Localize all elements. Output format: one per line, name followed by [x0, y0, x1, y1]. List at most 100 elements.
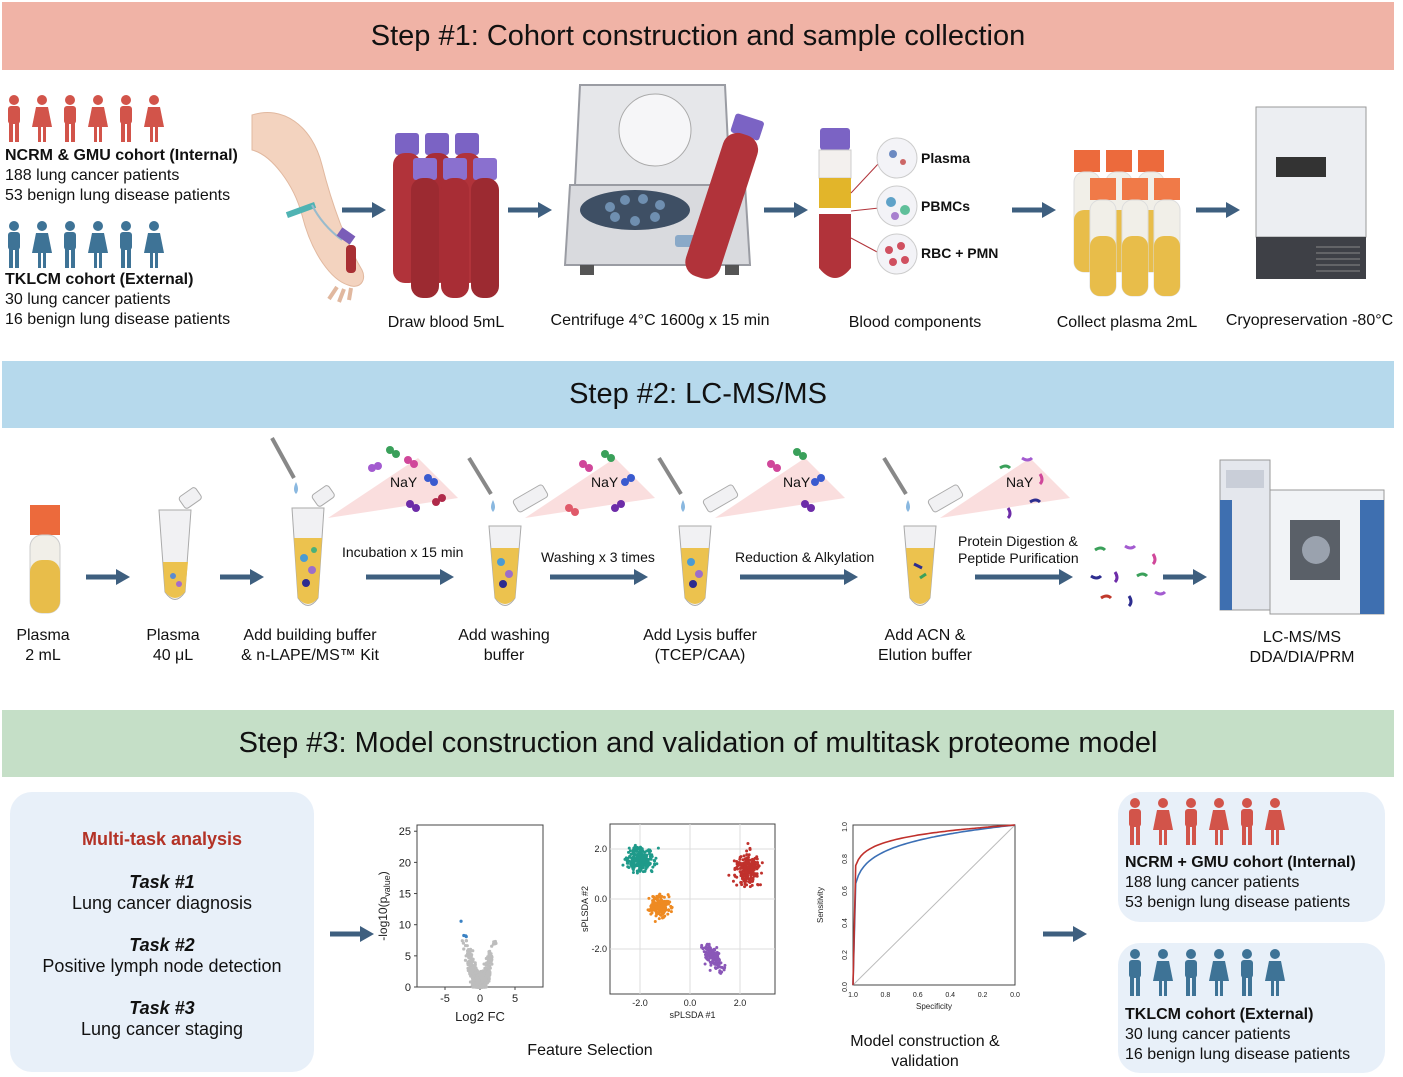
splsda-point	[669, 910, 673, 914]
splsda-point	[660, 916, 664, 920]
splsda-point	[635, 849, 639, 853]
step3-internal-line2: 53 benign lung disease patients	[1125, 894, 1351, 911]
splsda-point	[644, 863, 648, 867]
label-washing-l2: buffer	[483, 647, 525, 664]
splsda-point	[700, 945, 704, 949]
splsda-point	[756, 865, 760, 869]
splsda-point	[737, 861, 741, 865]
lcms-instrument-icon	[1219, 459, 1385, 615]
step1-arrow-4	[1012, 202, 1056, 218]
splsda-point	[631, 868, 635, 872]
splsda-point	[652, 858, 656, 862]
splsda-point	[649, 869, 653, 873]
internal-result-people-icon	[1129, 798, 1285, 845]
acn-tube-icon	[882, 456, 1070, 606]
step3-title: Step #3: Model construction and validati…	[238, 727, 1158, 759]
splsda-point	[746, 874, 750, 878]
roc-diagonal	[852, 824, 1016, 986]
splsda-point	[735, 883, 739, 887]
splsda-point	[731, 879, 735, 883]
step3-external-line1: 30 lung cancer patients	[1125, 1026, 1291, 1043]
volcano-point	[478, 982, 482, 986]
splsda-point	[750, 866, 754, 870]
plasma-2ml-tube-icon	[29, 505, 61, 614]
splsda-point	[658, 892, 662, 896]
splsda-point	[760, 871, 764, 875]
splsda-point	[657, 899, 661, 903]
volcano-point	[473, 971, 477, 975]
step1-internal-name: NCRM & GMU cohort (Internal)	[5, 147, 238, 164]
volcano-ytick: 5	[405, 951, 411, 963]
task2-desc: Positive lymph node detection	[42, 956, 282, 976]
splsda-point	[632, 846, 636, 850]
splsda-point	[646, 858, 650, 862]
splsda-point	[657, 904, 661, 908]
centrifuge-icon	[563, 84, 764, 279]
splsda-point	[708, 968, 712, 972]
splsda-xlabel: sPLSDA #1	[669, 1010, 715, 1020]
splsda-point	[733, 874, 737, 878]
splsda-point	[637, 850, 641, 854]
nay-label-4: NaY	[1006, 474, 1034, 490]
splsda-point	[742, 861, 746, 865]
splsda-point	[715, 950, 719, 954]
splsda-point	[649, 857, 653, 861]
step3-internal-name: NCRM + GMU cohort (Internal)	[1125, 854, 1356, 871]
splsda-point	[713, 955, 717, 959]
splsda-point	[655, 862, 659, 866]
splsda-point	[703, 953, 707, 957]
splsda-point	[655, 910, 659, 914]
volcano-point	[463, 958, 468, 962]
roc-xtick: 0.2	[978, 992, 988, 999]
splsda-point	[705, 942, 709, 946]
splsda-point	[654, 856, 658, 860]
task3-desc: Lung cancer staging	[80, 1019, 244, 1039]
splsda-point	[748, 885, 752, 889]
splsda-point	[742, 854, 746, 858]
splsda-point	[715, 945, 719, 949]
component-rbc-pmn: RBC + PMN	[921, 245, 999, 261]
volcano-point	[469, 974, 473, 978]
volcano-point	[475, 985, 480, 989]
splsda-ytick: -2.0	[591, 944, 607, 954]
volcano-ytick: 0	[405, 982, 411, 994]
volcano-ylabel: -log10(pvalue)	[376, 871, 392, 941]
component-plasma: Plasma	[921, 150, 971, 166]
task2-name: Task #2	[129, 935, 195, 955]
volcano-point	[478, 985, 482, 989]
splsda-point	[755, 857, 759, 861]
volcano-point	[462, 947, 466, 951]
splsda-point	[643, 850, 647, 854]
splsda-point	[747, 877, 751, 881]
roc-xtick: 0.0	[1010, 992, 1020, 999]
label-plasma-40ul-l2: 40 μL	[152, 647, 194, 664]
roc-frame	[852, 824, 1016, 986]
label-lcms-l2: DDA/DIA/PRM	[1249, 649, 1355, 666]
splsda-point	[758, 883, 762, 887]
volcano-point	[484, 985, 488, 989]
splsda-point	[653, 902, 657, 906]
splsda-point	[649, 904, 653, 908]
volcano-point	[483, 982, 487, 987]
freezer-icon	[1255, 106, 1367, 279]
volcano-point	[466, 947, 471, 952]
arm-blood-draw-icon	[251, 111, 365, 303]
roc-xtick: 0.8	[881, 992, 891, 999]
label-draw-blood: Draw blood 5mL	[387, 314, 505, 331]
splsda-point	[640, 848, 644, 852]
splsda-point	[718, 970, 722, 974]
splsda-point	[711, 958, 715, 962]
splsda-point	[626, 856, 630, 860]
splsda-point	[752, 868, 756, 872]
splsda-point	[665, 900, 669, 904]
splsda-point	[629, 852, 633, 856]
label-lysis-l2: (TCEP/CAA)	[654, 647, 746, 664]
splsda-point	[744, 877, 748, 881]
step1-external-line1: 30 lung cancer patients	[5, 291, 171, 308]
splsda-point	[644, 861, 648, 865]
volcano-point	[490, 958, 494, 962]
splsda-point	[647, 848, 651, 852]
volcano-point	[471, 969, 475, 974]
lysis-tube-icon	[657, 448, 845, 606]
splsda-point	[667, 908, 671, 912]
